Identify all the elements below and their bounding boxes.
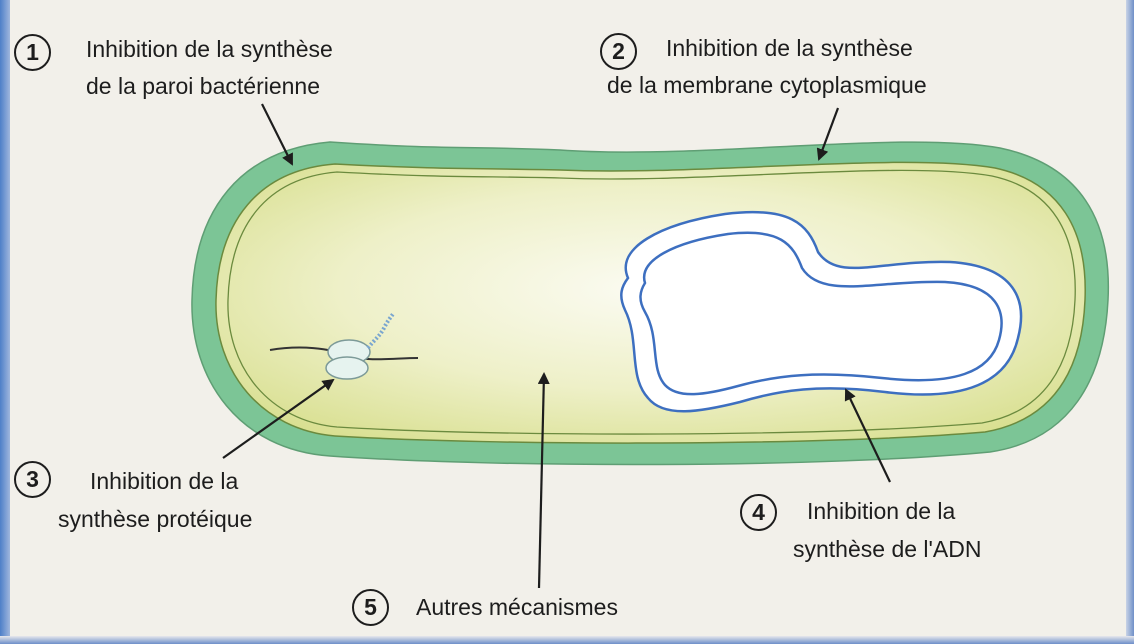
label-5-number: 5 — [352, 589, 389, 626]
label-3-number: 3 — [14, 461, 51, 498]
label-2-line2: de la membrane cytoplasmique — [607, 70, 927, 100]
label-3-line2: synthèse protéique — [58, 504, 252, 534]
label-4-line1: Inhibition de la — [807, 496, 955, 526]
label-5-line1: Autres mécanismes — [416, 592, 618, 622]
label-1-line1: Inhibition de la synthèse — [86, 34, 333, 64]
label-4-line2: synthèse de l'ADN — [793, 534, 981, 564]
label-1-line2: de la paroi bactérienne — [86, 71, 320, 101]
label-3-line1: Inhibition de la — [90, 466, 238, 496]
label-1-number: 1 — [14, 34, 51, 71]
label-2-number: 2 — [600, 33, 637, 70]
label-2-line1: Inhibition de la synthèse — [666, 33, 913, 63]
label-4-number: 4 — [740, 494, 777, 531]
